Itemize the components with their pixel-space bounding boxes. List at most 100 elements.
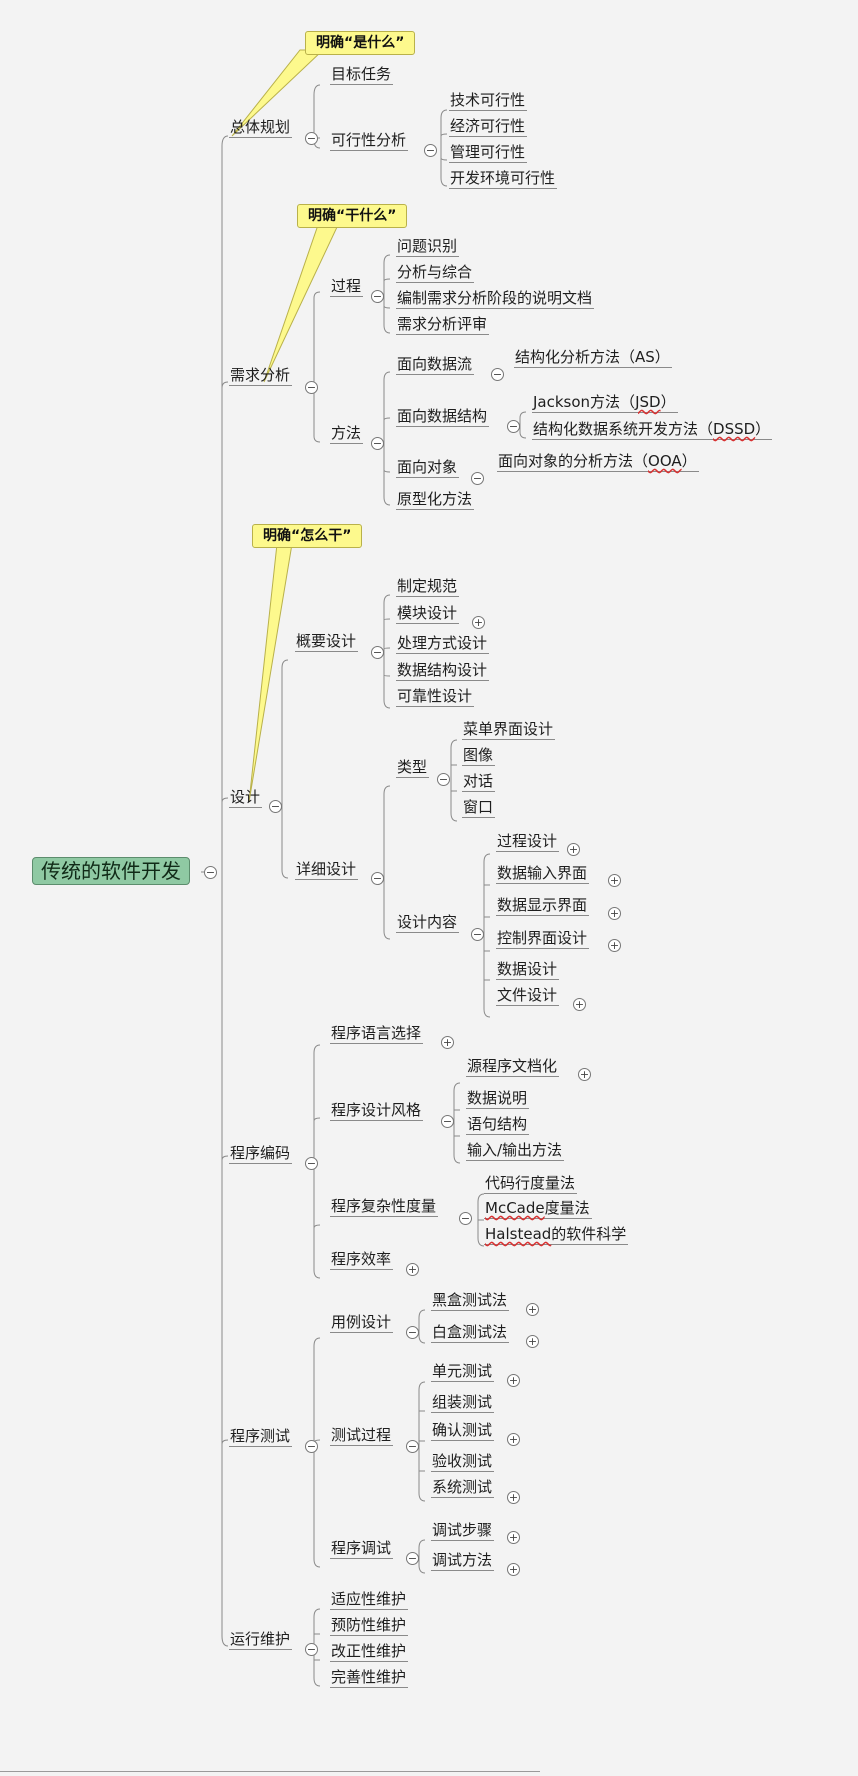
node-ooa[interactable]: 面向对象的分析方法（OOA） <box>497 452 699 472</box>
test-process-toggle[interactable]: − <box>406 1440 419 1453</box>
node-perfective[interactable]: 完善性维护 <box>330 1668 409 1688</box>
node-io-method[interactable]: 输入/输出方法 <box>466 1141 565 1161</box>
node-input-ui[interactable]: 数据输入界面 <box>496 864 590 884</box>
node-dssd[interactable]: 结构化数据系统开发方法（DSSD） <box>532 420 773 440</box>
node-type[interactable]: 类型 <box>396 758 430 778</box>
node-display-ui[interactable]: 数据显示界面 <box>496 896 590 916</box>
process-toggle[interactable]: − <box>371 290 384 303</box>
node-src-doc[interactable]: 源程序文档化 <box>466 1057 560 1077</box>
coding-style-toggle[interactable]: − <box>441 1115 454 1128</box>
node-unit-test[interactable]: 单元测试 <box>431 1362 495 1382</box>
unit-test-expand[interactable]: + <box>507 1374 520 1387</box>
node-spec-doc[interactable]: 编制需求分析阶段的说明文档 <box>396 289 595 309</box>
node-test-case[interactable]: 用例设计 <box>330 1313 394 1333</box>
node-acceptance-test[interactable]: 验收测试 <box>431 1452 495 1472</box>
feasibility-toggle[interactable]: − <box>424 144 437 157</box>
node-outline-design[interactable]: 概要设计 <box>295 632 359 652</box>
node-data-desc[interactable]: 数据说明 <box>466 1089 530 1109</box>
debug-steps-expand[interactable]: + <box>507 1531 520 1544</box>
node-debug-methods[interactable]: 调试方法 <box>431 1551 495 1571</box>
node-system-test[interactable]: 系统测试 <box>431 1478 495 1498</box>
node-datastructure-design[interactable]: 数据结构设计 <box>396 661 490 681</box>
node-window[interactable]: 窗口 <box>462 798 496 818</box>
node-process-design[interactable]: 过程设计 <box>496 832 560 852</box>
test-case-toggle[interactable]: − <box>406 1326 419 1339</box>
node-goal[interactable]: 目标任务 <box>330 65 394 85</box>
node-prototype[interactable]: 原型化方法 <box>396 490 475 510</box>
node-module-design[interactable]: 模块设计 <box>396 604 460 624</box>
type-toggle[interactable]: − <box>437 773 450 786</box>
node-menu-ui[interactable]: 菜单界面设计 <box>462 720 556 740</box>
node-debugging[interactable]: 程序调试 <box>330 1539 394 1559</box>
debug-methods-expand[interactable]: + <box>507 1563 520 1576</box>
node-design-content[interactable]: 设计内容 <box>396 913 460 933</box>
node-lang-choice[interactable]: 程序语言选择 <box>330 1024 424 1044</box>
branch-planning[interactable]: 总体规划 <box>229 118 293 138</box>
branch-requirements[interactable]: 需求分析 <box>229 366 293 386</box>
node-dataflow[interactable]: 面向数据流 <box>396 355 475 375</box>
node-object-oriented[interactable]: 面向对象 <box>396 458 460 478</box>
node-problem-identify[interactable]: 问题识别 <box>396 237 460 257</box>
node-test-process[interactable]: 测试过程 <box>330 1426 394 1446</box>
node-blackbox[interactable]: 黑盒测试法 <box>431 1291 510 1311</box>
node-structured-analysis[interactable]: 结构化分析方法（AS） <box>514 348 672 368</box>
node-preventive[interactable]: 预防性维护 <box>330 1616 409 1636</box>
module-design-expand[interactable]: + <box>472 616 485 629</box>
node-confirm-test[interactable]: 确认测试 <box>431 1421 495 1441</box>
design-content-toggle[interactable]: − <box>471 928 484 941</box>
node-process[interactable]: 过程 <box>330 277 364 297</box>
confirm-test-expand[interactable]: + <box>507 1433 520 1446</box>
file-design-expand[interactable]: + <box>573 998 586 1011</box>
node-feasibility[interactable]: 可行性分析 <box>330 131 409 151</box>
control-ui-expand[interactable]: + <box>608 939 621 952</box>
blackbox-expand[interactable]: + <box>526 1303 539 1316</box>
detail-design-toggle[interactable]: − <box>371 872 384 885</box>
lang-choice-expand[interactable]: + <box>441 1036 454 1049</box>
node-reliability-design[interactable]: 可靠性设计 <box>396 687 475 707</box>
node-control-ui[interactable]: 控制界面设计 <box>496 929 590 949</box>
planning-toggle[interactable]: − <box>305 132 318 145</box>
node-method[interactable]: 方法 <box>330 424 364 444</box>
node-file-design[interactable]: 文件设计 <box>496 986 560 1006</box>
object-oriented-toggle[interactable]: − <box>471 472 484 485</box>
display-ui-expand[interactable]: + <box>608 907 621 920</box>
node-image[interactable]: 图像 <box>462 746 496 766</box>
outline-design-toggle[interactable]: − <box>371 646 384 659</box>
node-mgmt-feasibility[interactable]: 管理可行性 <box>449 143 528 163</box>
datastructure-toggle[interactable]: − <box>507 420 520 433</box>
node-req-review[interactable]: 需求分析评审 <box>396 315 490 335</box>
node-datastructure[interactable]: 面向数据结构 <box>396 407 490 427</box>
branch-design[interactable]: 设计 <box>229 788 263 808</box>
node-debug-steps[interactable]: 调试步骤 <box>431 1521 495 1541</box>
method-toggle[interactable]: − <box>371 437 384 450</box>
node-env-feasibility[interactable]: 开发环境可行性 <box>449 169 558 189</box>
debugging-toggle[interactable]: − <box>406 1552 419 1565</box>
node-integration-test[interactable]: 组装测试 <box>431 1393 495 1413</box>
testing-toggle[interactable]: − <box>305 1440 318 1453</box>
node-coding-style[interactable]: 程序设计风格 <box>330 1101 424 1121</box>
node-corrective[interactable]: 改正性维护 <box>330 1642 409 1662</box>
whitebox-expand[interactable]: + <box>526 1335 539 1348</box>
node-efficiency[interactable]: 程序效率 <box>330 1250 394 1270</box>
dataflow-toggle[interactable]: − <box>491 368 504 381</box>
node-detail-design[interactable]: 详细设计 <box>295 860 359 880</box>
complexity-toggle[interactable]: − <box>459 1212 472 1225</box>
node-analysis-synthesis[interactable]: 分析与综合 <box>396 263 475 283</box>
coding-toggle[interactable]: − <box>305 1157 318 1170</box>
process-design-expand[interactable]: + <box>567 843 580 856</box>
system-test-expand[interactable]: + <box>507 1491 520 1504</box>
node-jackson[interactable]: Jackson方法（JSD） <box>532 393 678 413</box>
design-toggle[interactable]: − <box>269 800 282 813</box>
root-node[interactable]: 传统的软件开发 <box>32 857 190 885</box>
root-collapse-toggle[interactable]: − <box>204 866 217 879</box>
src-doc-expand[interactable]: + <box>578 1068 591 1081</box>
node-adaptive[interactable]: 适应性维护 <box>330 1590 409 1610</box>
node-econ-feasibility[interactable]: 经济可行性 <box>449 117 528 137</box>
node-mccade-metric[interactable]: McCade度量法 <box>484 1199 592 1219</box>
requirements-toggle[interactable]: − <box>305 381 318 394</box>
maintenance-toggle[interactable]: − <box>305 1643 318 1656</box>
branch-coding[interactable]: 程序编码 <box>229 1144 293 1164</box>
branch-maintenance[interactable]: 运行维护 <box>229 1630 293 1650</box>
node-data-design[interactable]: 数据设计 <box>496 960 560 980</box>
node-tech-feasibility[interactable]: 技术可行性 <box>449 91 528 111</box>
